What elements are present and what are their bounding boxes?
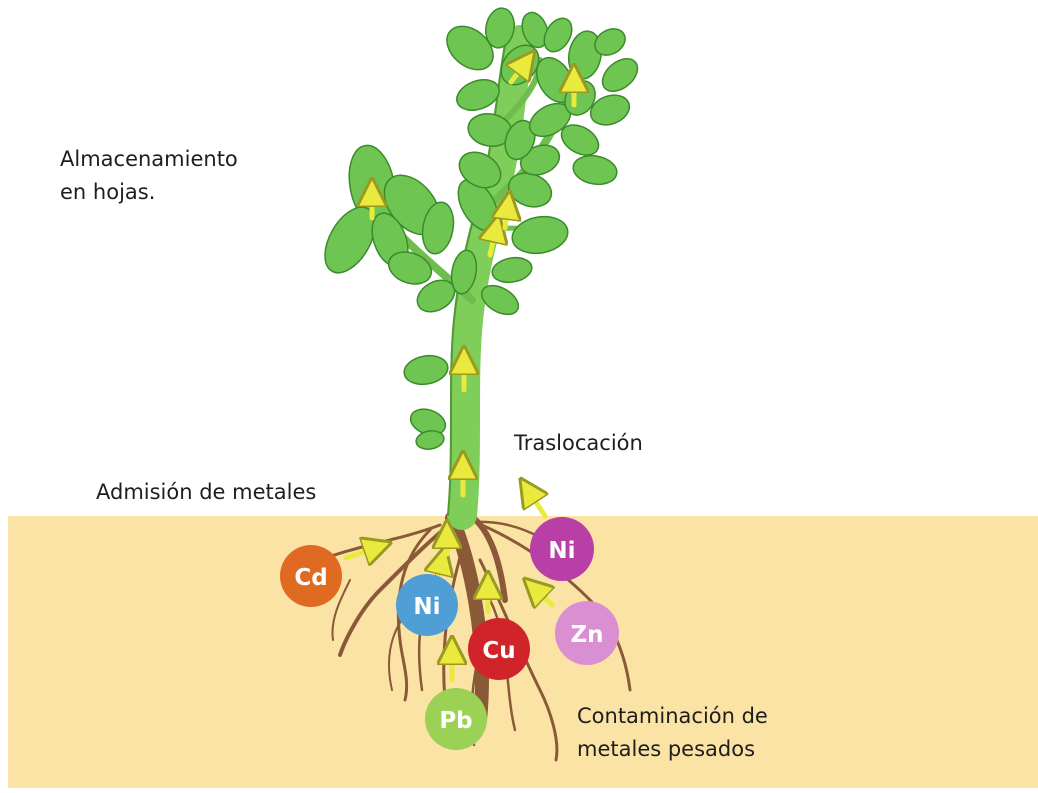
translocation-label: Traslocación <box>514 427 643 460</box>
contamination-label-line2: metales pesados <box>577 733 768 766</box>
metal-symbol: Cd <box>294 565 327 591</box>
metal-symbol: Pb <box>439 708 472 734</box>
metal-symbol: Ni <box>548 538 575 564</box>
storage-label-line2: en hojas. <box>60 176 238 209</box>
storage-label-line1: Almacenamiento <box>60 143 238 176</box>
metal-ni-purple: Ni <box>530 517 594 581</box>
metal-zn: Zn <box>555 601 619 665</box>
metal-cu: Cu <box>468 618 530 680</box>
metal-ni-blue: Ni <box>396 574 458 636</box>
metal-pb: Pb <box>425 688 487 750</box>
metal-cd: Cd <box>280 545 342 607</box>
contamination-label: Contaminación de metales pesados <box>577 700 768 766</box>
arrow-stem-4 <box>505 205 508 228</box>
uptake-label: Admisión de metales <box>96 476 316 509</box>
contamination-label-line1: Contaminación de <box>577 700 768 733</box>
metal-symbol: Cu <box>482 638 515 664</box>
metal-symbol: Ni <box>413 594 440 620</box>
storage-label: Almacenamiento en hojas. <box>60 143 238 209</box>
arrow-translocation <box>528 490 545 516</box>
metal-symbol: Zn <box>570 622 603 648</box>
